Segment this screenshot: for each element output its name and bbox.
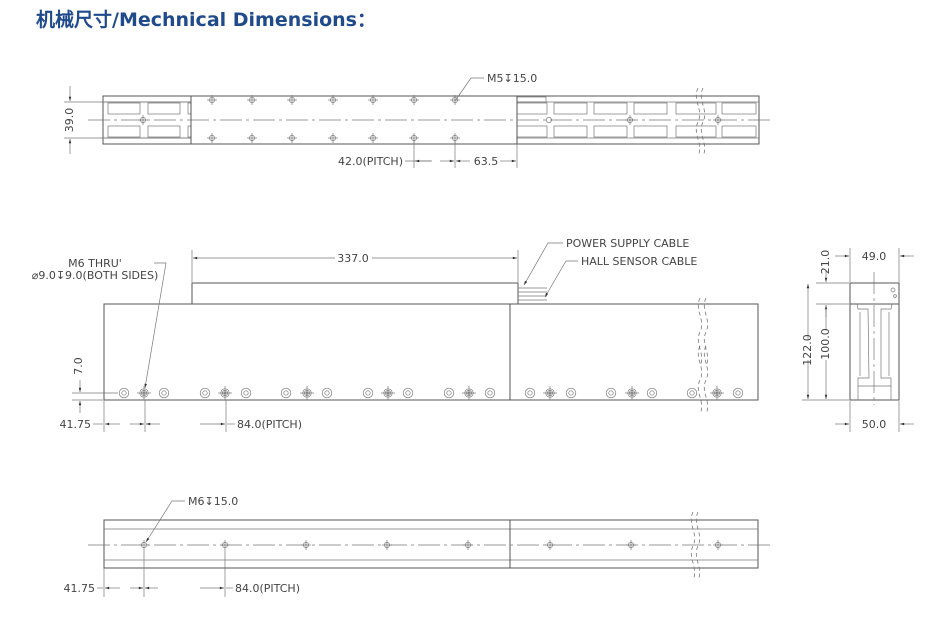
side-view: 337.0 M6 THRU' ⌀9.0↧9.0(BOTH SIDES) POWE…: [32, 237, 759, 432]
carriage-length-dim: 337.0: [337, 252, 369, 265]
side-first-hole-dim: 41.75: [60, 418, 92, 431]
end-total-height-dim: 122.0: [801, 334, 814, 366]
page-title: 机械尺寸/Mechnical Dimensions：: [36, 9, 376, 31]
hall-cable-label: HALL SENSOR CABLE: [581, 255, 697, 268]
hole-height-dim: 7.0: [72, 357, 85, 375]
top-view: 39.0 M5↧15.0 42.0(PITCH) 63.5: [63, 72, 770, 168]
top-pitch-dim: 42.0(PITCH): [338, 155, 403, 168]
side-hole-callout-2: ⌀9.0↧9.0(BOTH SIDES): [32, 269, 159, 282]
bottom-view: M6↧15.0 41.75 84.0(PITCH): [64, 495, 770, 597]
bottom-first-hole-dim: 41.75: [64, 582, 96, 595]
side-hole-callout-1: M6 THRU': [68, 257, 122, 270]
bottom-pitch-dim: 84.0(PITCH): [235, 582, 300, 595]
top-height-dim: 39.0: [63, 108, 76, 133]
top-callout-m5: M5↧15.0: [487, 72, 537, 85]
bottom-callout-m6: M6↧15.0: [188, 495, 238, 508]
end-base-height-dim: 100.0: [819, 328, 832, 360]
end-carriage-height-dim: 21.0: [819, 250, 832, 275]
side-pitch-dim: 84.0(PITCH): [237, 418, 302, 431]
end-base-width-dim: 50.0: [862, 418, 887, 431]
power-cable-label: POWER SUPPLY CABLE: [566, 237, 689, 250]
end-view: 49.0 21.0 122.0 100.0 50.0: [801, 248, 914, 432]
top-offset-dim: 63.5: [474, 155, 499, 168]
end-top-width-dim: 49.0: [862, 250, 887, 263]
